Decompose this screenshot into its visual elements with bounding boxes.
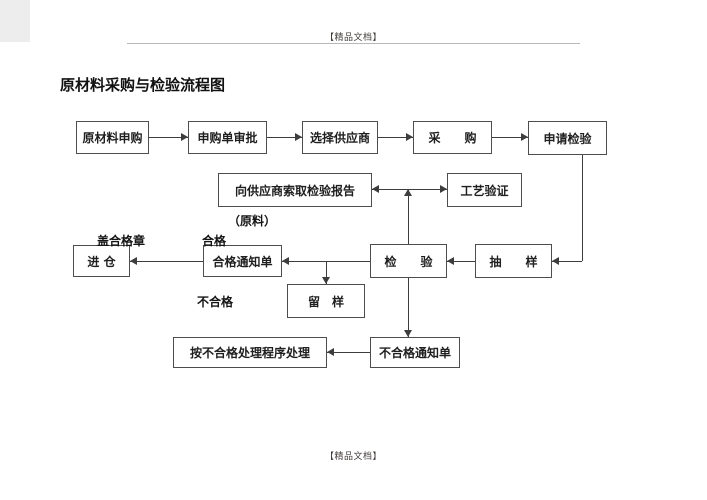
node-inspection: 检 验 (370, 244, 447, 278)
node-request-inspection: 申请检验 (528, 121, 607, 155)
page-title: 原材料采购与检验流程图 (60, 76, 226, 94)
footer-badge: 【精品文档】 (324, 452, 382, 462)
arrowhead-left-icon (282, 257, 289, 265)
arrowhead-right-icon (440, 185, 447, 193)
node-purchase: 采 购 (413, 121, 492, 154)
label-qualified: 合格 (202, 234, 227, 248)
connector-sampling-to-inspection (447, 261, 475, 262)
corner-shade (0, 0, 30, 42)
header-divider (127, 43, 580, 44)
label-raw-material: （原料） (228, 214, 277, 228)
node-select-supplier: 选择供应商 (302, 121, 378, 154)
arrowhead-left-icon (130, 257, 137, 265)
connector-notice-to-handle (327, 352, 370, 353)
arrowhead-down-icon (404, 330, 412, 337)
connector-purchase-to-request (492, 137, 528, 138)
node-sampling: 抽 样 (475, 244, 552, 278)
node-obtain-supplier-report: 向供应商索取检验报告 (218, 173, 372, 207)
label-stamp-qualified-seal: 盖合格章 (97, 234, 146, 248)
node-retain-sample: 留 样 (287, 284, 365, 318)
connector-select-to-purchase (378, 137, 413, 138)
node-handle-nonconforming: 按不合格处理程序处理 (173, 337, 327, 368)
arrowhead-left-icon (447, 257, 454, 265)
node-process-validation: 工艺验证 (447, 173, 522, 207)
connector-inspection-down (408, 278, 409, 337)
connector-apply-to-approve (149, 137, 188, 138)
node-purchase-order-approval: 申购单审批 (188, 121, 267, 154)
connector-inspection-up (408, 190, 409, 244)
arrowhead-right-icon (406, 133, 413, 141)
node-warehouse-in: 进 仓 (73, 245, 130, 277)
connector-qualified-to-warehouse (130, 261, 203, 262)
node-raw-material-apply: 原材料申购 (76, 121, 149, 154)
label-unqualified: 不合格 (197, 295, 234, 309)
connector-request-down (582, 155, 583, 261)
connector-approve-to-select (267, 137, 302, 138)
arrowhead-down-icon (322, 277, 330, 284)
arrowhead-up-icon (404, 189, 412, 196)
arrowhead-right-icon (181, 133, 188, 141)
arrowhead-right-icon (521, 133, 528, 141)
node-nonconforming-notice: 不合格通知单 (370, 337, 460, 368)
arrowhead-left-icon (327, 348, 334, 356)
arrowhead-left-icon (372, 185, 379, 193)
connector-request-to-sampling (552, 261, 582, 262)
arrowhead-left-icon (552, 257, 559, 265)
header-badge: 【精品文档】 (324, 33, 382, 43)
node-qualified-notice: 合格通知单 (203, 245, 282, 277)
connector-drop-to-retain (326, 261, 327, 284)
arrowhead-right-icon (295, 133, 302, 141)
